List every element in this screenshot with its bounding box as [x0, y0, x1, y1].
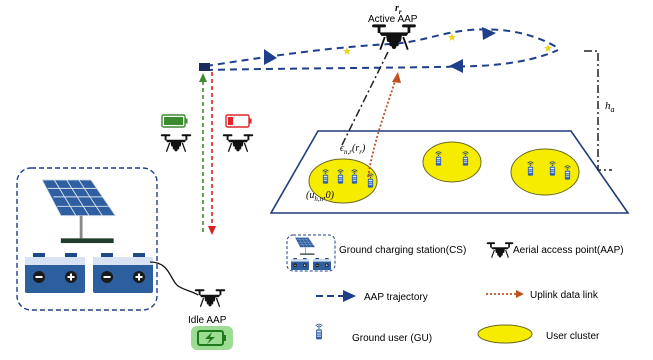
charge-up-arrowhead-icon — [199, 73, 207, 82]
idle-aap-drone-icon — [194, 288, 226, 308]
user-coordinate-label: (uh,n,0) — [306, 190, 335, 203]
solar-panel-icon — [41, 179, 117, 244]
legend-aap-drone-icon — [486, 241, 514, 259]
legend-cluster-label: User cluster — [546, 331, 600, 342]
battery-icon — [291, 258, 309, 270]
battery-icon — [25, 253, 85, 293]
legend-cluster-icon — [477, 324, 533, 344]
charged-aap-drone-icon — [160, 133, 192, 153]
height-label: ha — [605, 100, 615, 114]
legend: Ground charging station(CS) Aerial acces… — [286, 234, 624, 344]
legend-gu-label: Ground user (GU) — [352, 333, 432, 344]
battery-full-icon — [161, 114, 188, 128]
legend-uplink-arrow-icon — [516, 290, 524, 298]
legend-cs-icon — [286, 234, 336, 272]
star-marker-icon — [448, 33, 456, 41]
legend-cs-label: Ground charging station(CS) — [339, 245, 466, 256]
star-marker-icon — [343, 47, 351, 55]
legend-aap-label: Aerial access point(AAP) — [513, 245, 624, 256]
user-cluster — [510, 148, 580, 196]
battery-low-icon — [225, 114, 252, 128]
uplink-data-link — [367, 77, 397, 178]
legend-trajectory-label: AAP trajectory — [364, 292, 428, 303]
user-cluster — [422, 141, 482, 183]
discharge-down-arrowhead-icon — [208, 226, 216, 235]
charging-station-box — [16, 167, 158, 311]
uplink-arrow-icon — [392, 72, 401, 83]
battery-icon — [93, 253, 153, 293]
charging-icon — [191, 326, 233, 350]
trajectory-arrow-icon — [264, 49, 277, 65]
active-aap-label: Active AAP — [368, 14, 418, 25]
departure-point-marker — [199, 63, 210, 71]
legend-ground-user-icon — [315, 323, 323, 340]
legend-uplink-label: Uplink data link — [530, 290, 599, 301]
discharged-aap-drone-icon — [222, 133, 254, 153]
star-marker-icon — [544, 44, 552, 52]
aap-trajectory-path — [205, 28, 559, 67]
trajectory-arrow-icon — [482, 27, 496, 40]
active-aap-position-label: rr — [395, 3, 402, 16]
idle-aap-label: Idle AAP — [188, 315, 227, 326]
aap-trajectory-return-path — [205, 49, 559, 71]
aap-to-user-link — [341, 51, 389, 146]
charging-cable — [149, 261, 199, 296]
active-aap-drone-icon — [371, 23, 417, 51]
solar-panel-icon — [294, 237, 316, 255]
battery-icon — [313, 258, 331, 270]
height-indicator — [584, 50, 612, 171]
legend-trajectory-arrow-icon — [343, 290, 356, 302]
trajectory-arrow-icon — [449, 59, 463, 73]
distance-label: ϵn,r(rr) — [340, 143, 366, 156]
